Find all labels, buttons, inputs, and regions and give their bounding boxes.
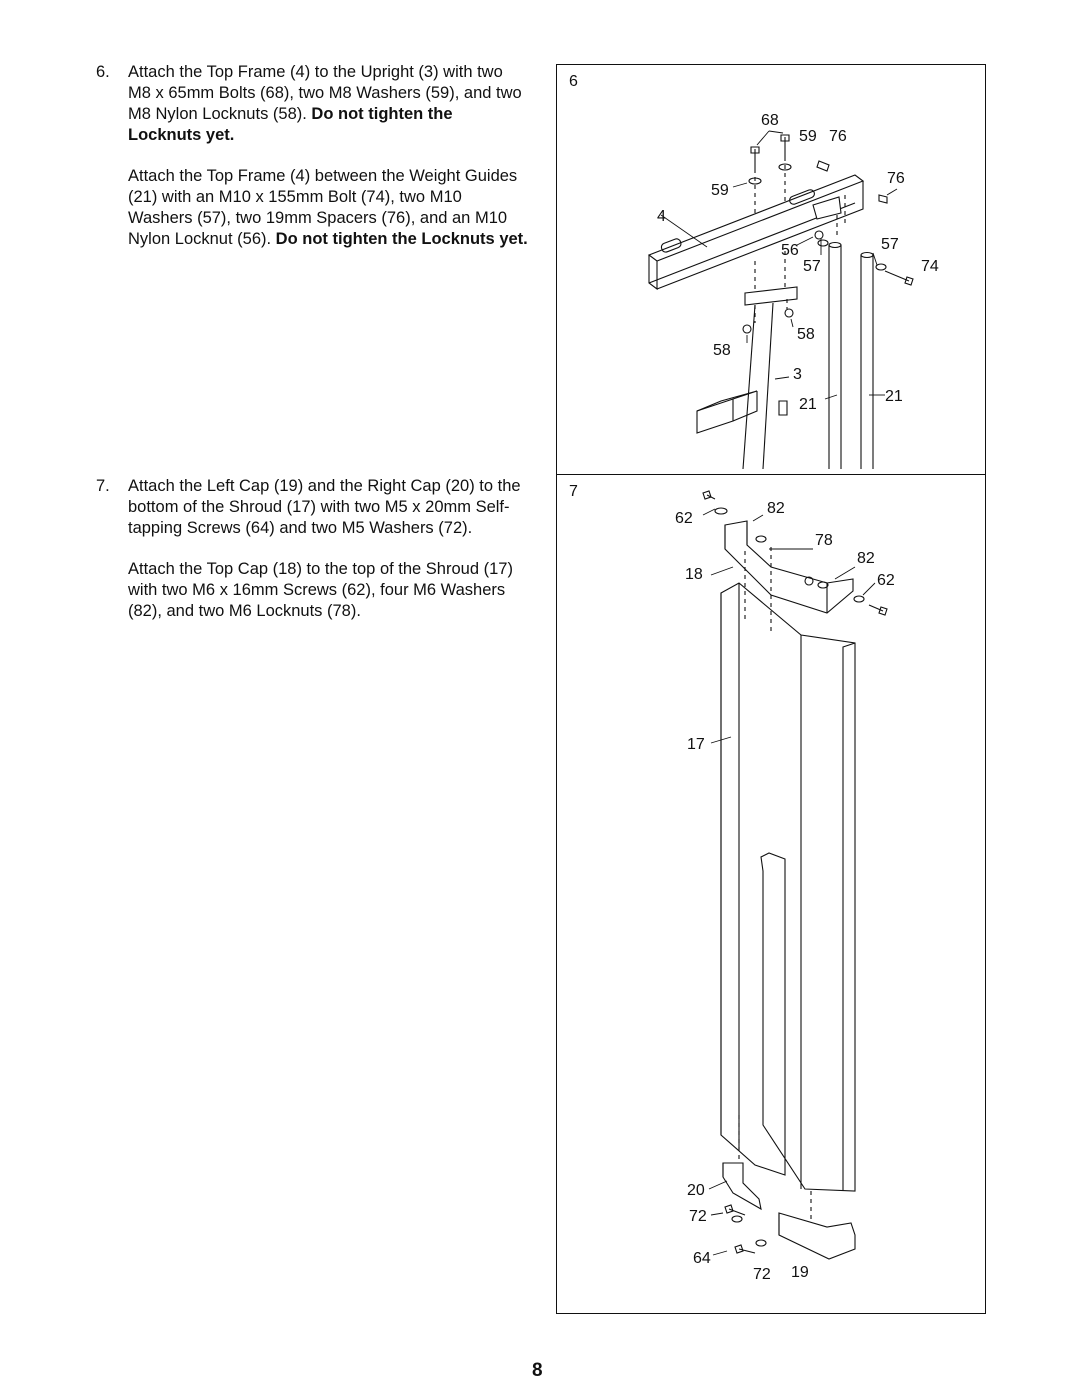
callout-58: 58 bbox=[797, 326, 815, 343]
assembly-lines bbox=[738, 547, 812, 1223]
page-number: 8 bbox=[532, 1360, 543, 1381]
callout-3: 3 bbox=[793, 366, 802, 383]
callout-4: 4 bbox=[657, 208, 666, 225]
step-6-instructions: 6. Attach the Top Frame (4) to the Uprig… bbox=[96, 62, 528, 270]
top-frame-part bbox=[647, 174, 865, 291]
step-6-text-1: Attach the Top Frame (4) to the Upright … bbox=[128, 63, 522, 123]
hardware-parts bbox=[742, 134, 914, 334]
panel-6-drawing: 68 59 76 59 76 4 56 57 57 74 58 58 3 21 … bbox=[647, 112, 939, 470]
callout-68: 68 bbox=[761, 112, 779, 129]
callout-19: 19 bbox=[791, 1264, 809, 1281]
top-cap-part bbox=[724, 520, 854, 614]
callout-20: 20 bbox=[687, 1182, 705, 1199]
step-6-warning-2: Do not tighten the Locknuts yet. bbox=[275, 230, 528, 248]
shroud-part bbox=[720, 582, 856, 1192]
diagram-panel-7: 7 bbox=[556, 474, 986, 1314]
step-7-number: 7. bbox=[96, 477, 110, 495]
callout-21: 21 bbox=[799, 396, 817, 413]
callout-72: 72 bbox=[689, 1208, 707, 1225]
callout-57: 57 bbox=[803, 258, 821, 275]
step-6-paragraph-2: Attach the Top Frame (4) between the Wei… bbox=[96, 166, 528, 250]
step-6-number: 6. bbox=[96, 63, 110, 81]
callout-56: 56 bbox=[781, 242, 799, 259]
callout-74: 74 bbox=[921, 258, 939, 275]
callout-72: 72 bbox=[753, 1266, 771, 1283]
upright-part bbox=[696, 286, 798, 470]
panel-6-label: 6 bbox=[569, 73, 578, 90]
weight-guides-part bbox=[828, 241, 874, 469]
callout-76: 76 bbox=[887, 170, 905, 187]
callout-78: 78 bbox=[815, 532, 833, 549]
callout-82: 82 bbox=[857, 550, 875, 567]
step-7-text-2: Attach the Top Cap (18) to the top of th… bbox=[128, 560, 513, 620]
step-6-paragraph-1: 6. Attach the Top Frame (4) to the Uprig… bbox=[96, 62, 528, 146]
step-7-text-1: Attach the Left Cap (19) and the Right C… bbox=[128, 477, 521, 537]
hardware-parts bbox=[702, 490, 888, 1254]
leader-lines bbox=[702, 508, 876, 1256]
step-7-paragraph-2: Attach the Top Cap (18) to the top of th… bbox=[96, 559, 528, 622]
callout-59: 59 bbox=[799, 128, 817, 145]
assembly-lines bbox=[754, 157, 846, 323]
leader-lines bbox=[660, 130, 898, 400]
callout-62: 62 bbox=[877, 572, 895, 589]
callout-59: 59 bbox=[711, 182, 729, 199]
callout-21: 21 bbox=[885, 388, 903, 405]
callout-57: 57 bbox=[881, 236, 899, 253]
callout-58: 58 bbox=[713, 342, 731, 359]
callout-17: 17 bbox=[687, 736, 705, 753]
step-7-paragraph-1: 7. Attach the Left Cap (19) and the Righ… bbox=[96, 476, 528, 539]
right-cap-part bbox=[722, 1162, 762, 1211]
callout-18: 18 bbox=[685, 566, 703, 583]
step-6-text-2: Attach the Top Frame (4) between the Wei… bbox=[128, 167, 518, 248]
callout-64: 64 bbox=[693, 1250, 711, 1267]
callout-62: 62 bbox=[675, 510, 693, 527]
callout-76: 76 bbox=[829, 128, 847, 145]
panel-7-drawing: 62 82 78 82 18 62 17 20 72 64 72 19 bbox=[675, 490, 895, 1283]
diagram-panel-6: 6 bbox=[556, 64, 986, 476]
callout-82: 82 bbox=[767, 500, 785, 517]
step-6-warning-1: Do not tighten the Locknuts yet. bbox=[128, 105, 453, 144]
left-cap-part bbox=[778, 1212, 856, 1260]
step-7-instructions: 7. Attach the Left Cap (19) and the Righ… bbox=[96, 476, 528, 642]
panel-7-label: 7 bbox=[569, 483, 578, 500]
